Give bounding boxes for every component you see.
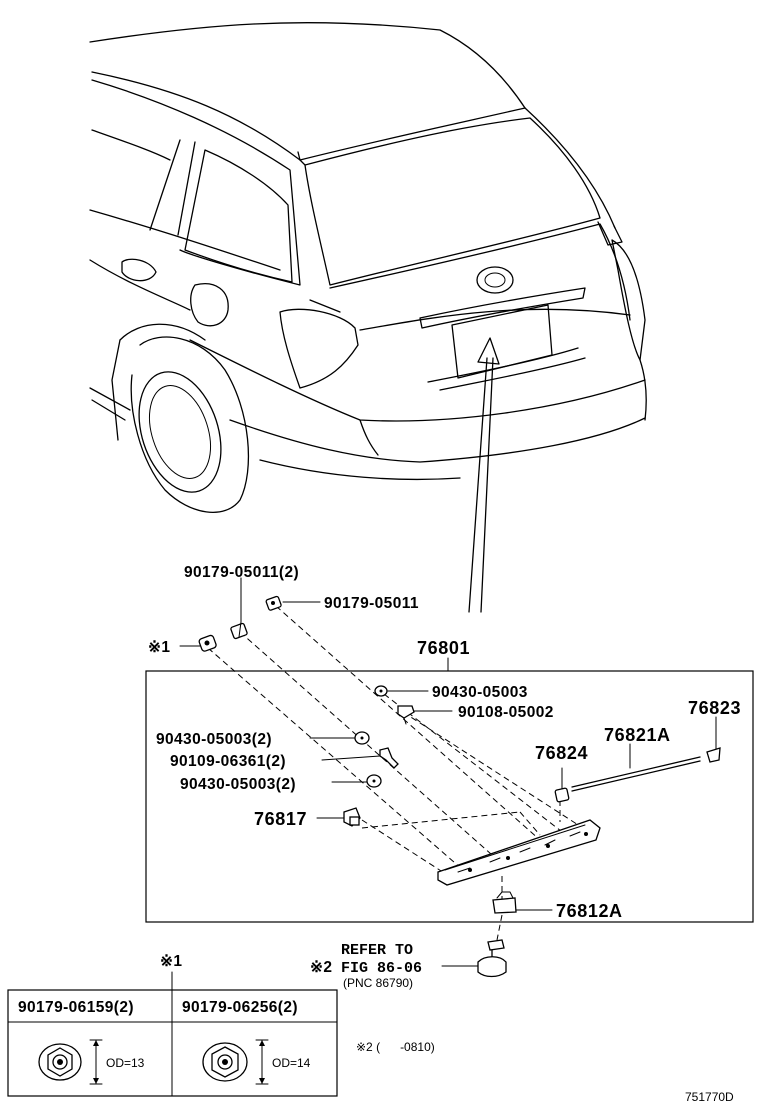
pointer-arrow — [468, 337, 500, 613]
part-76821a-shape — [571, 756, 701, 792]
label-assembly-76801: 76801 — [417, 638, 470, 658]
od-left: OD=13 — [106, 1056, 145, 1070]
od-right: OD=14 — [272, 1056, 311, 1070]
diagram-code: 751770D — [685, 1090, 734, 1104]
car-illustration — [89, 22, 647, 513]
nut-od13-shape — [38, 1043, 82, 1081]
label-washer-top: 90430-05003 — [432, 684, 528, 701]
washer-top-shape — [374, 685, 388, 697]
label-note2-marker: ※2 — [310, 959, 332, 976]
label-washer-low: 90430-05003(2) — [180, 776, 296, 793]
bolt-a-shape — [230, 621, 248, 640]
label-note1-marker: ※1 — [148, 639, 170, 656]
footnote-table: ※1 90179-06159(2) 90179-06256(2) OD=13 — [7, 953, 338, 1097]
stop-lamp-shape — [437, 819, 601, 886]
label-washer-mid: 90430-05003(2) — [156, 731, 272, 748]
part-76812a-shape — [492, 891, 517, 914]
connector-shape — [477, 914, 507, 978]
table-header-left: 90179-06159(2) — [18, 999, 134, 1016]
note2-text: ※2 ( -0810) — [356, 1040, 435, 1054]
washer-mid-shape — [354, 731, 370, 745]
refer-line2: FIG 86-06 — [341, 960, 422, 977]
screw-top-shape — [397, 705, 415, 725]
table-marker: ※1 — [160, 953, 182, 970]
table-header-right: 90179-06256(2) — [182, 999, 298, 1016]
label-screw-top: 90108-05002 — [458, 704, 554, 721]
label-part-76824: 76824 — [535, 743, 588, 763]
label-part-76821a: 76821A — [604, 725, 671, 745]
label-part-76812a: 76812A — [556, 901, 623, 921]
nut-od14-shape — [202, 1042, 248, 1082]
label-bolt-a: 90179-05011(2) — [184, 564, 299, 581]
refer-line3: (PNC 86790) — [343, 976, 413, 990]
part-76817-shape — [343, 807, 361, 827]
assembly-box — [145, 670, 754, 923]
bolt-b-shape — [265, 595, 282, 611]
part-76824-shape — [554, 787, 570, 803]
dashed-guides — [207, 605, 587, 900]
nut-note1-shape — [198, 634, 217, 652]
label-part-76823: 76823 — [688, 698, 741, 718]
leader-lines — [179, 577, 717, 967]
label-bolt-b: 90179-05011 — [324, 595, 419, 612]
label-screw-mid: 90109-06361(2) — [170, 753, 286, 770]
washer-low-shape — [366, 774, 382, 788]
label-part-76817: 76817 — [254, 809, 307, 829]
screw-mid-shape — [379, 747, 399, 769]
part-76823-shape — [706, 747, 721, 763]
refer-line1: REFER TO — [341, 942, 413, 959]
